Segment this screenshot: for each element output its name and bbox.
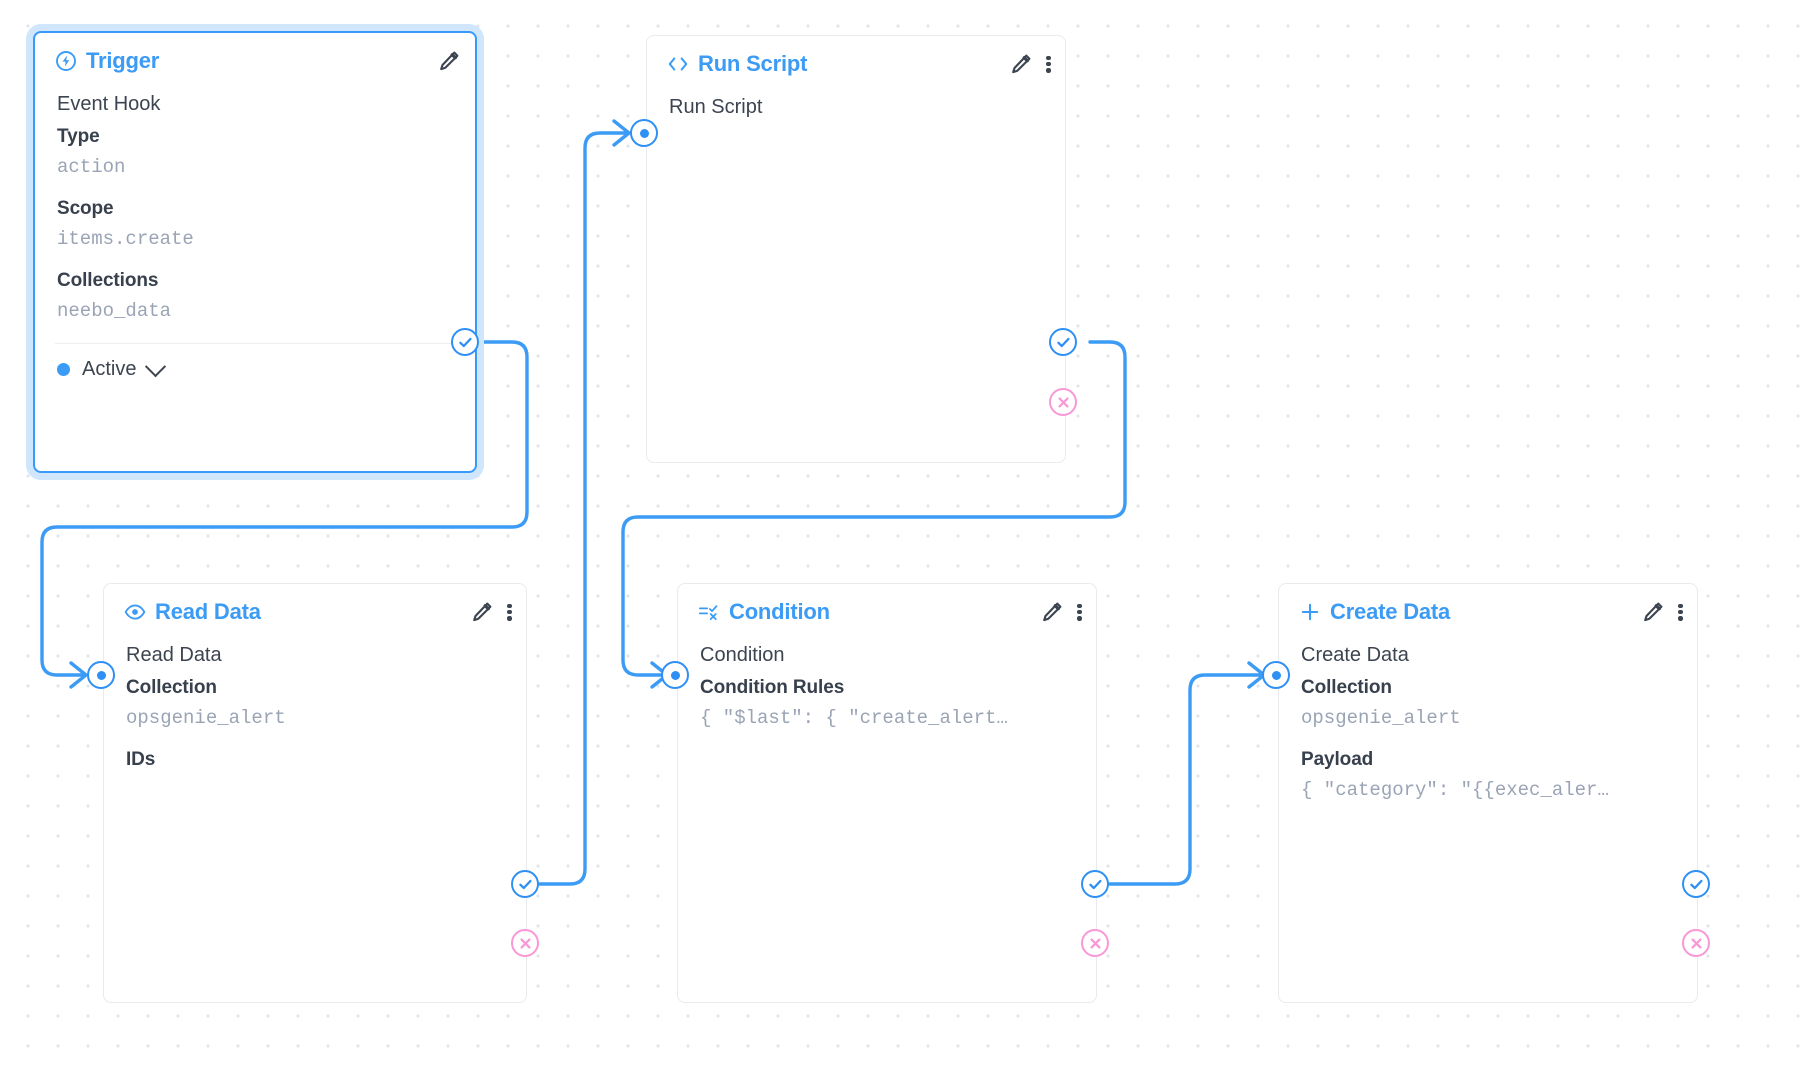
field-value-collections: neebo_data: [57, 300, 172, 322]
node-run-script[interactable]: Run Script Run Script: [646, 35, 1066, 463]
node-condition-body: Condition Condition Rules { "$last": { "…: [678, 640, 1096, 750]
arrowhead-read-data: [69, 661, 88, 689]
field-value-type: action: [57, 156, 126, 178]
node-trigger-status-dropdown[interactable]: Active: [35, 344, 475, 381]
node-condition-input-port[interactable]: [661, 661, 689, 689]
node-condition-header: Condition: [678, 584, 1096, 640]
field-label-collection: Collection: [126, 677, 217, 698]
field-label-ids: IDs: [126, 749, 156, 770]
node-read-data-input-port[interactable]: [87, 661, 115, 689]
node-run-script-reject-port[interactable]: [1049, 388, 1077, 416]
status-dot-icon: [57, 363, 70, 376]
field-label-type: Type: [57, 126, 100, 147]
edit-pencil-icon[interactable]: [437, 49, 461, 73]
condition-check-x-icon: [698, 601, 720, 623]
node-create-data-actions: [1641, 600, 1683, 624]
node-read-data-title-group: Read Data: [124, 599, 261, 625]
edit-pencil-icon[interactable]: [1641, 600, 1665, 624]
node-create-data-row-main: Create Data: [1301, 644, 1409, 666]
node-run-script-input-port[interactable]: [630, 119, 658, 147]
node-create-data-header: Create Data: [1279, 584, 1697, 640]
field-label-payload: Payload: [1301, 749, 1374, 770]
node-read-data-header: Read Data: [104, 584, 526, 640]
node-read-data-body: Read Data Collection opsgenie_alert IDs: [104, 640, 526, 791]
eye-icon: [124, 601, 146, 623]
node-trigger-title: Trigger: [86, 48, 160, 73]
more-options-icon[interactable]: [1077, 603, 1082, 621]
node-create-data-title-group: Create Data: [1299, 599, 1450, 625]
node-create-data-body: Create Data Collection opsgenie_alert Pa…: [1279, 640, 1697, 822]
field-value-condition-rules: { "$last": { "create_alert…: [700, 707, 1008, 729]
more-options-icon[interactable]: [1046, 55, 1051, 73]
node-run-script-row-main: Run Script: [669, 96, 763, 118]
field-label-collections: Collections: [57, 270, 159, 291]
field-label-condition-rules: Condition Rules: [700, 677, 845, 698]
chevron-down-icon: [145, 356, 167, 378]
field-value-collection: opsgenie_alert: [126, 707, 286, 729]
wire-read-data-to-run-script: [538, 131, 629, 886]
field-value-collection: opsgenie_alert: [1301, 707, 1461, 729]
node-create-data-reject-port[interactable]: [1682, 929, 1710, 957]
node-trigger-status-label: Active: [82, 358, 137, 380]
node-trigger-row-main: Event Hook: [57, 93, 161, 115]
node-run-script-title: Run Script: [698, 51, 808, 76]
node-run-script-title-group: Run Script: [667, 51, 807, 77]
node-read-data-row-main: Read Data: [126, 644, 222, 666]
arrowhead-run-script: [612, 119, 631, 147]
node-condition-reject-port[interactable]: [1081, 929, 1109, 957]
node-condition-row-main: Condition: [700, 644, 785, 666]
node-run-script-resolve-port[interactable]: [1049, 328, 1077, 356]
node-create-data-title: Create Data: [1330, 599, 1451, 624]
node-trigger-header: Trigger: [35, 33, 475, 89]
edit-pencil-icon[interactable]: [1040, 600, 1064, 624]
wire-condition-to-create-data: [1108, 673, 1264, 886]
plus-icon: [1299, 601, 1321, 623]
node-condition-resolve-port[interactable]: [1081, 870, 1109, 898]
node-read-data-actions: [470, 600, 512, 624]
edit-pencil-icon[interactable]: [1009, 52, 1033, 76]
node-condition[interactable]: Condition Condition Condition Rules { "$…: [677, 583, 1097, 1003]
node-read-data-resolve-port[interactable]: [511, 870, 539, 898]
node-trigger-title-group: Trigger: [55, 48, 159, 74]
lightning-circle-icon: [55, 50, 77, 72]
field-label-collection: Collection: [1301, 677, 1392, 698]
more-options-icon[interactable]: [1678, 603, 1683, 621]
node-trigger-actions: [437, 49, 461, 73]
node-read-data-reject-port[interactable]: [511, 929, 539, 957]
node-trigger-resolve-port[interactable]: [451, 328, 479, 356]
code-brackets-icon: [667, 53, 689, 75]
node-create-data-input-port[interactable]: [1262, 661, 1290, 689]
node-trigger[interactable]: Trigger Event Hook Type action Scope ite…: [33, 31, 477, 473]
edit-pencil-icon[interactable]: [470, 600, 494, 624]
node-trigger-body: Event Hook Type action Scope items.creat…: [35, 89, 475, 343]
node-run-script-actions: [1009, 52, 1051, 76]
node-condition-actions: [1040, 600, 1082, 624]
field-label-scope: Scope: [57, 198, 114, 219]
field-value-scope: items.create: [57, 228, 194, 250]
field-value-payload: { "category": "{{exec_aler…: [1301, 779, 1609, 801]
node-condition-title: Condition: [729, 599, 830, 624]
node-create-data-resolve-port[interactable]: [1682, 870, 1710, 898]
node-read-data-title: Read Data: [155, 599, 261, 624]
node-condition-title-group: Condition: [698, 599, 830, 625]
more-options-icon[interactable]: [507, 603, 512, 621]
node-run-script-body: Run Script: [647, 92, 1065, 140]
node-run-script-header: Run Script: [647, 36, 1065, 92]
node-read-data[interactable]: Read Data Read Data Collection opsgenie_…: [103, 583, 527, 1003]
node-create-data[interactable]: Create Data Create Data Collection opsge…: [1278, 583, 1698, 1003]
